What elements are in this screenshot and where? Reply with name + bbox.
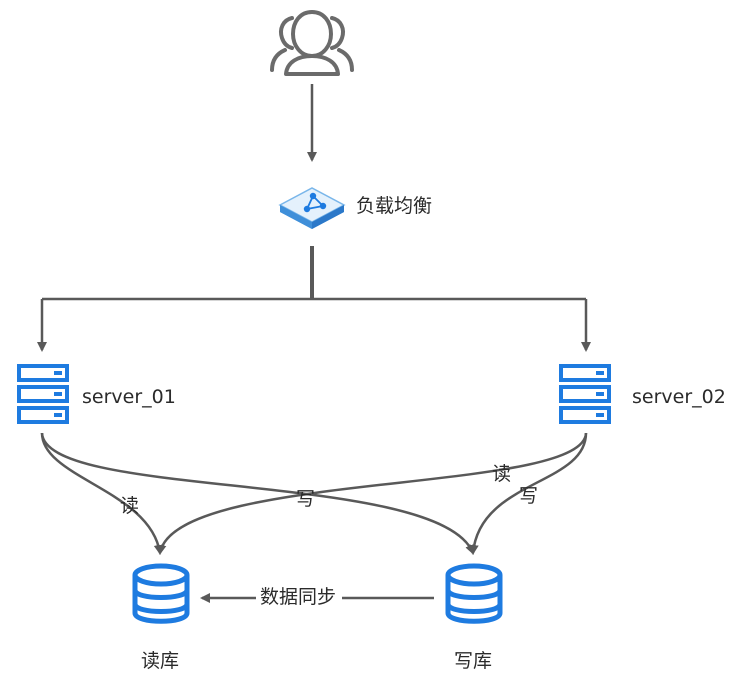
s1-read-label: 读 [120, 495, 139, 517]
s2-write-label: 写 [519, 485, 538, 507]
read-db-icon [132, 563, 190, 624]
load-balancer-label: 负载均衡 [356, 195, 432, 217]
read-db-label: 读库 [141, 650, 179, 672]
users-icon [270, 10, 354, 76]
s2-read-label: 读 [492, 463, 511, 485]
s1-read-edge [40, 432, 164, 555]
s1-write-edge [40, 432, 475, 555]
write-db-icon [445, 563, 503, 624]
server-02-label: server_02 [632, 386, 726, 408]
sync-label: 数据同步 [260, 586, 336, 608]
load-balancer-icon [278, 187, 346, 229]
sync-label-bg [256, 583, 342, 611]
server-01-label: server_01 [82, 386, 176, 408]
s2-read-edge [156, 432, 588, 555]
write-db-label: 写库 [454, 650, 492, 672]
server-01-icon [17, 364, 69, 424]
s2-write-edge [468, 432, 588, 555]
server-02-icon [559, 364, 611, 424]
s1-write-label: 写 [296, 488, 315, 510]
